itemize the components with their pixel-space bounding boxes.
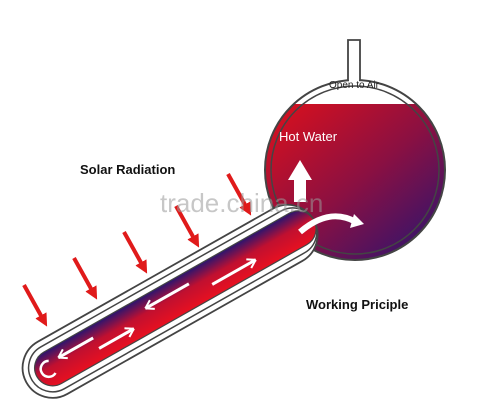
flow-arrow-icon [211,258,257,286]
u-turn-arrow-icon [39,359,57,379]
vent-pipe-gap [349,74,359,84]
flow-arrow-head-icon [246,258,257,269]
solar-radiation-label: Solar Radiation [80,162,175,177]
vent-pipe [347,39,361,80]
radiation-arrow-icon [122,231,148,274]
flow-arrow-head-icon [124,327,135,338]
open-to-air-label: Open to Air [329,80,380,91]
hot-water-up-arrow-icon [288,160,312,202]
watermark: trade.china.cn [160,188,323,218]
working-principle-label: Working Priciple [306,297,408,312]
solar-radiation-arrows [22,173,252,327]
tube-water [33,210,317,387]
flow-arrow-head-icon [57,348,68,360]
radiation-arrow-icon [72,257,98,300]
radiation-arrow-icon [174,205,200,248]
flow-arrow-head-icon [144,299,155,310]
flow-arrow-icon [57,336,94,359]
inflow-swirl-icon [298,213,358,235]
inflow-swirl-head-icon [350,214,364,228]
hot-water-label: Hot Water [279,129,338,144]
tank-inner-wall [270,85,440,255]
flow-arrow-icon [98,327,135,350]
flow-arrow-icon [144,282,190,310]
radiation-arrow-icon [22,284,48,327]
evacuated-tube [21,203,364,399]
radiation-arrow-icon [226,173,252,216]
